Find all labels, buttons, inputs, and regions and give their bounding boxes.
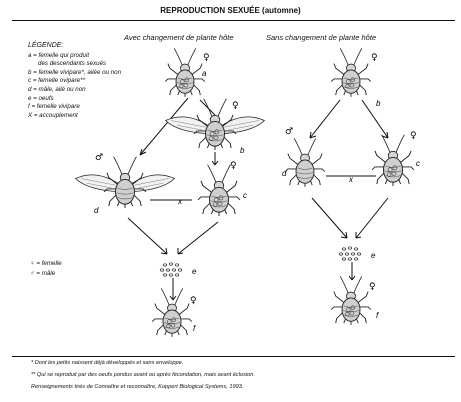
label-b-left: b [240, 146, 245, 155]
source-credit: Renseignements tirés de Connaître et rec… [31, 384, 243, 390]
aphid-c-right [372, 135, 414, 186]
right-cycle: b ♀ d ♂ x c ♀ e f ♀ [282, 48, 420, 325]
male-symbol-d-left: ♂ [95, 153, 103, 163]
female-symbol-b-left: ♀ [232, 101, 239, 111]
female-symbol-a-left: ♀ [203, 53, 210, 63]
aphid-f-right [331, 276, 371, 325]
male-symbol-d-right: ♂ [285, 127, 293, 137]
label-e-left: e [192, 267, 197, 276]
label-e-right: e [371, 251, 376, 260]
female-symbol-f-right: ♀ [369, 282, 376, 292]
footnote-oviparous: ** Qui se reproduit par des oeufs pondus… [31, 372, 255, 378]
label-a-left: a [202, 69, 207, 78]
label-b-right: b [376, 99, 381, 108]
female-symbol-c-left: ♀ [230, 161, 237, 171]
aphid-a-right [331, 48, 371, 97]
label-d-right: d [282, 169, 287, 178]
aphid-c-left [198, 165, 240, 216]
right-arrows [310, 100, 388, 280]
label-c-right: c [416, 159, 420, 168]
eggs-e-right [339, 247, 361, 260]
label-x-left: x [177, 197, 183, 206]
aphid-a-left [165, 48, 205, 97]
label-c-left: c [243, 191, 247, 200]
female-symbol-c-right: ♀ [410, 131, 417, 141]
label-f-right: f [376, 311, 379, 320]
female-symbol-f-left: ♀ [190, 296, 197, 306]
left-cycle: a ♀ b ♀ d ♂ x c ♀ e f ♀ [76, 48, 265, 337]
label-d-left: d [94, 206, 99, 215]
footnote-rule [12, 356, 455, 357]
footnote-viviparous: * Dont les petits naissent déjà développ… [31, 360, 183, 366]
female-symbol-b-right: ♀ [371, 53, 378, 63]
aphid-f-left [152, 288, 192, 337]
label-f-left: f [193, 324, 196, 333]
aphid-d-right [285, 138, 325, 187]
eggs-e-left [160, 263, 182, 276]
